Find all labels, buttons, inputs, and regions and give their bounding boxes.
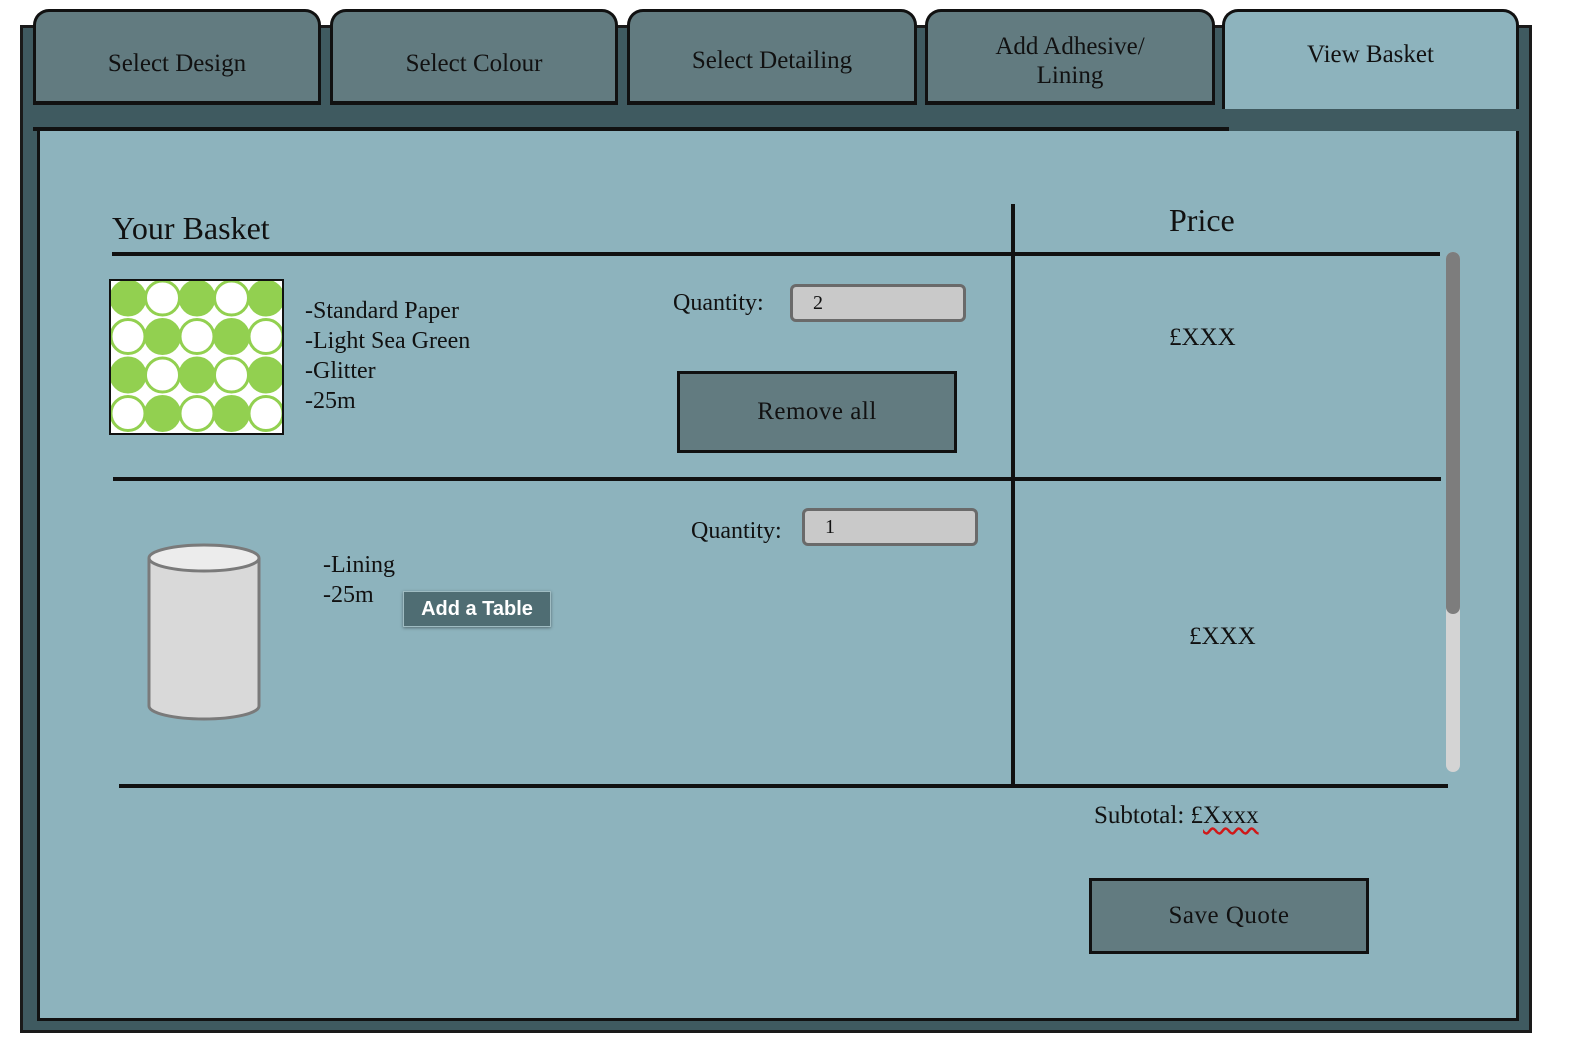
tab-label: Select Design	[107, 50, 247, 77]
save-quote-button[interactable]: Save Quote	[1089, 878, 1369, 954]
tab-label: Add Adhesive/ Lining	[995, 32, 1145, 89]
save-quote-label: Save Quote	[1168, 902, 1290, 929]
item-2-quantity-input[interactable]	[802, 508, 978, 546]
pattern-dot	[213, 356, 250, 394]
item-1-price: £XXX	[1169, 324, 1236, 351]
tab-view-basket[interactable]: View Basket	[1222, 9, 1519, 109]
item-detail-line: -Glitter	[305, 358, 376, 384]
tab-select-detailing[interactable]: Select Detailing	[627, 9, 917, 105]
basket-scrollbar-thumb[interactable]	[1446, 252, 1460, 614]
price-header: Price	[1169, 202, 1235, 238]
pattern-dot	[144, 395, 181, 432]
pattern-dot	[144, 281, 181, 317]
table-bottom-divider	[119, 784, 1448, 788]
app-window	[20, 25, 1532, 1033]
add-table-tooltip: Add a Table	[403, 591, 551, 627]
pattern-dot	[111, 395, 147, 432]
tooltip-label: Add a Table	[421, 597, 533, 620]
item-1-quantity-input[interactable]	[790, 284, 966, 322]
lining-roll-icon	[147, 543, 261, 721]
pattern-dot	[247, 356, 282, 394]
tab-select-design[interactable]: Select Design	[33, 9, 321, 105]
pattern-dot	[111, 356, 147, 394]
item-1-details: -Standard Paper -Light Sea Green -Glitte…	[305, 296, 470, 416]
tab-label: View Basket	[1307, 41, 1434, 68]
subtotal-label: Subtotal: £	[1094, 802, 1204, 829]
pattern-dot	[144, 356, 181, 394]
pattern-dot	[247, 395, 282, 432]
pattern-dot	[213, 395, 250, 432]
tab-select-colour[interactable]: Select Colour	[330, 9, 618, 105]
item-detail-line: -25m	[305, 388, 356, 414]
item-detail-line: -Standard Paper	[305, 298, 459, 324]
item-detail-line: -Lining	[323, 552, 395, 578]
item-2-details: -Lining -25m	[323, 550, 395, 610]
subtotal: Subtotal: £Xxxx	[1094, 802, 1259, 830]
pattern-dot	[213, 318, 250, 355]
remove-all-label: Remove all	[757, 398, 877, 425]
pattern-dot	[178, 281, 216, 317]
pattern-dot	[178, 395, 216, 432]
item-detail-line: -25m	[323, 582, 374, 608]
tab-label: Select Colour	[405, 50, 543, 77]
header-divider	[112, 252, 1440, 256]
item-detail-line: -Light Sea Green	[305, 328, 471, 354]
pattern-dot	[213, 281, 250, 317]
pattern-dot	[178, 318, 216, 355]
pattern-dot	[247, 318, 282, 355]
price-column-divider	[1011, 204, 1015, 786]
item-1-quantity-label: Quantity:	[673, 290, 764, 316]
tab-label: Select Detailing	[691, 47, 853, 74]
pattern-dot	[247, 281, 282, 317]
subtotal-value: Xxxx	[1203, 802, 1259, 829]
item-2-price: £XXX	[1189, 623, 1256, 650]
row-divider	[113, 477, 1441, 481]
item-2-quantity-label: Quantity:	[691, 518, 782, 544]
pattern-dot	[111, 281, 147, 317]
tab-baseline	[33, 127, 1229, 131]
pattern-dot	[144, 318, 181, 355]
pattern-dot	[178, 356, 216, 394]
wallpaper-pattern-swatch-icon	[109, 279, 284, 435]
remove-all-button[interactable]: Remove all	[677, 371, 957, 453]
pattern-dot	[111, 318, 147, 355]
basket-panel	[37, 131, 1519, 1021]
tab-add-adhesive-lining[interactable]: Add Adhesive/ Lining	[925, 9, 1215, 105]
basket-title: Your Basket	[112, 210, 270, 246]
